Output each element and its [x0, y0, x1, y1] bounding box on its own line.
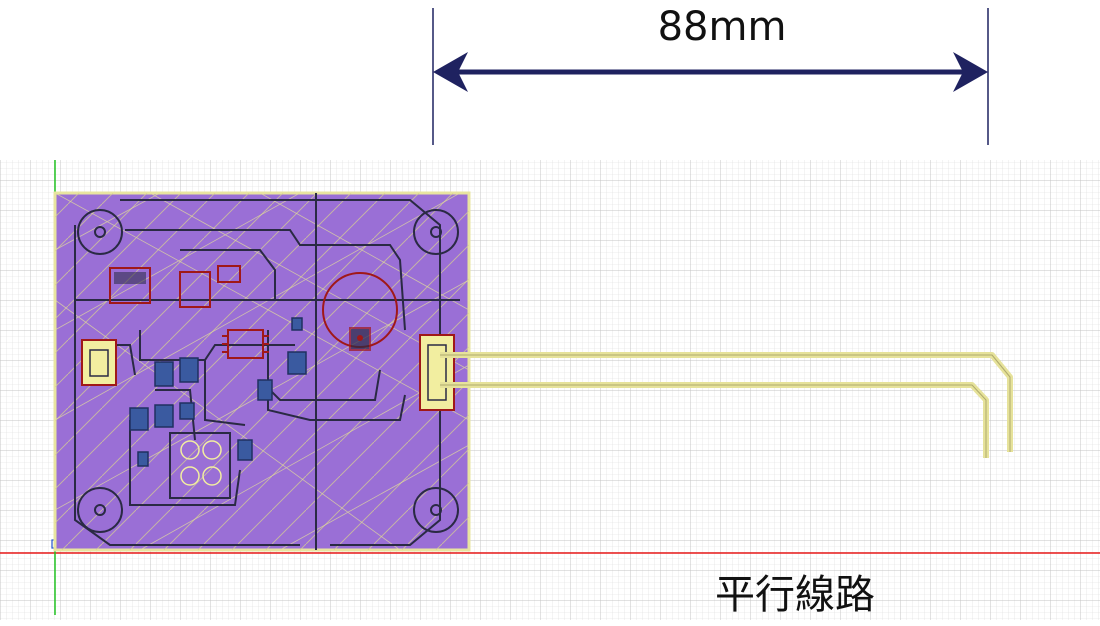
- parallel-line-caption: 平行線路: [715, 572, 875, 618]
- pcb-board[interactable]: [53, 191, 471, 552]
- connector-j1: [81, 339, 117, 386]
- mounting-hole-icon: [77, 209, 459, 533]
- power-block: [169, 432, 231, 499]
- connector-j2: [419, 334, 455, 411]
- board-components: [81, 265, 455, 499]
- board-copper-pour-lines: [54, 192, 470, 551]
- dimension-value-label: 88mm: [658, 4, 787, 50]
- capacitor-c2: [179, 271, 211, 308]
- dimension-arrowhead-left: [433, 52, 468, 92]
- dimension-annotation: 88mm: [432, 4, 989, 145]
- parallel-line[interactable]: [440, 352, 1013, 458]
- capacitor-c1: [109, 267, 151, 304]
- dimension-arrowhead-right: [953, 52, 988, 92]
